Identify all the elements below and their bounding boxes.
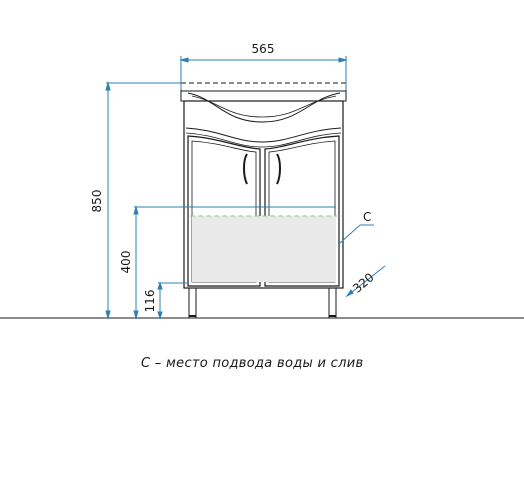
leg-height-label: 116 [143,290,157,313]
zone-label: C [363,210,371,224]
front-arch [185,127,342,143]
supply-zone [192,216,336,282]
zone-arrow-bottom [133,310,139,320]
leg-arrow-bottom [157,311,163,320]
depth-dim-line [346,265,386,297]
zone-leader-line [339,224,361,244]
basin-curve-inner [191,95,337,118]
cabinet [180,82,347,319]
zone-arrow-top [133,205,139,215]
door-right [264,135,340,287]
handle-left-icon [243,153,248,185]
depth-label: 320 [350,270,377,295]
leg-arrow-top [157,281,163,290]
dimension-lines [105,56,386,320]
leg-right [328,287,337,319]
front-arch-inner [185,132,342,148]
cabinet-body [183,100,344,289]
width-label: 565 [252,42,275,56]
sink-top-dashed [180,82,347,92]
zone-height-label: 400 [119,251,133,274]
width-arrow-left [179,57,189,63]
height-arrow-top [105,81,111,91]
handle-right-icon [276,153,281,185]
width-arrow-right [338,57,348,63]
leg-left [188,287,197,319]
height-arrow-bottom [105,310,111,320]
depth-arrow [345,289,354,298]
legend-caption: С – место подвода воды и слив [141,356,364,371]
total-height-label: 850 [90,190,104,213]
basin-curve [187,92,341,123]
